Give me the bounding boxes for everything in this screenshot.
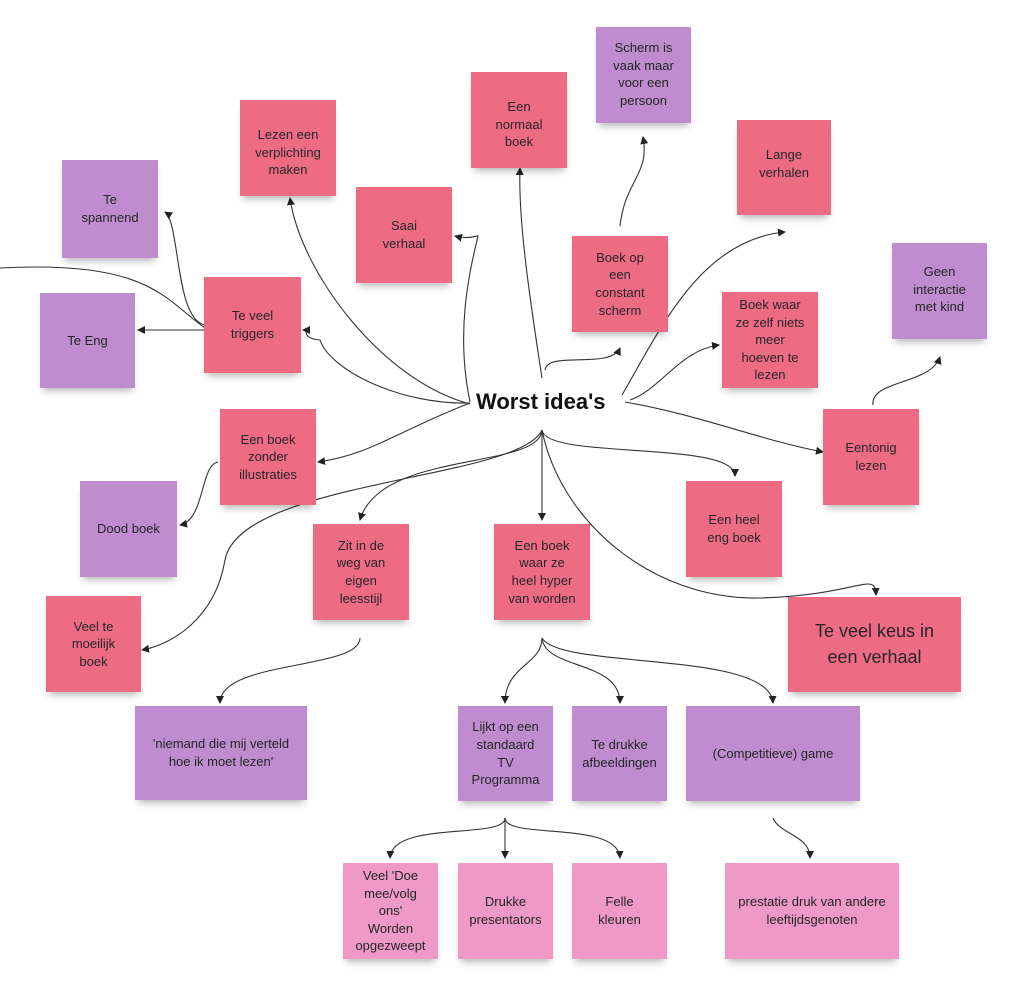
connector — [504, 817, 624, 859]
sticky-note-normaal-boek[interactable]: Een normaal boek — [471, 72, 567, 168]
connector — [386, 817, 506, 859]
connector — [541, 637, 624, 704]
connector — [619, 136, 649, 227]
sticky-note-drukke-presentators[interactable]: Drukke presentators — [458, 863, 553, 959]
sticky-note-heel-eng-boek[interactable]: Een heel eng boek — [686, 481, 782, 577]
sticky-note-boek-constant-scherm[interactable]: Boek op een constant scherm — [572, 236, 668, 332]
connector — [541, 429, 739, 477]
sticky-note-dood-boek[interactable]: Dood boek — [80, 481, 177, 577]
sticky-note-felle-kleuren[interactable]: Felle kleuren — [572, 863, 667, 959]
sticky-note-lijkt-op-tv[interactable]: Lijkt op een standaard TV Programma — [458, 706, 553, 801]
sticky-note-lezen-verplichting[interactable]: Lezen een verplichting maken — [240, 100, 336, 196]
sticky-note-te-drukke-afbeeldingen[interactable]: Te drukke afbeeldingen — [572, 706, 667, 801]
connector — [358, 429, 543, 521]
sticky-note-boek-zonder-illustraties[interactable]: Een boek zonder illustraties — [220, 409, 316, 505]
connector — [515, 167, 543, 379]
sticky-note-scherm-een-persoon[interactable]: Scherm is vaak maar voor een persoon — [596, 27, 691, 123]
sticky-note-prestatie-druk[interactable]: prestatie druk van andere leeftijdsgenot… — [725, 863, 899, 959]
connector — [164, 211, 206, 326]
sticky-note-geen-interactie[interactable]: Geen interactie met kind — [892, 243, 987, 339]
connector — [624, 401, 824, 455]
connector — [772, 817, 814, 859]
connector — [544, 347, 621, 371]
sticky-note-eentonig-lezen[interactable]: Eentonig lezen — [823, 409, 919, 505]
sticky-note-te-eng[interactable]: Te Eng — [40, 293, 135, 388]
sticky-note-zit-in-de-weg[interactable]: Zit in de weg van eigen leesstijl — [313, 524, 409, 620]
sticky-note-niemand-verteld[interactable]: 'niemand die mij verteld hoe ik moet lez… — [135, 706, 307, 800]
connector — [629, 341, 720, 401]
central-topic: Worst idea's — [476, 389, 606, 414]
connector — [541, 637, 777, 704]
sticky-note-te-veel-keus[interactable]: Te veel keus in een verhaal — [788, 597, 961, 692]
connector — [501, 637, 543, 704]
sticky-note-veel-te-moeilijk[interactable]: Veel te moeilijk boek — [46, 596, 141, 692]
sticky-note-lange-verhalen[interactable]: Lange verhalen — [737, 120, 831, 215]
connector — [454, 233, 479, 403]
sticky-note-boek-niets-lezen[interactable]: Boek waar ze zelf niets meer hoeven te l… — [722, 292, 818, 388]
sticky-note-te-spannend[interactable]: Te spannend — [62, 160, 158, 258]
sticky-note-saai-verhaal[interactable]: Saai verhaal — [356, 187, 452, 283]
sticky-note-te-veel-triggers[interactable]: Te veel triggers — [204, 277, 301, 373]
connector — [317, 402, 471, 466]
sticky-note-veel-doe-mee[interactable]: Veel 'Doe mee/volg ons' Worden opgezweep… — [343, 863, 438, 959]
connector — [872, 356, 942, 406]
sticky-note-competitieve-game[interactable]: (Competitieve) game — [686, 706, 860, 801]
connector — [179, 461, 219, 528]
sticky-note-hyper-boek[interactable]: Een boek waar ze heel hyper van worden — [494, 524, 590, 620]
connector — [216, 637, 361, 704]
connector — [302, 326, 471, 404]
